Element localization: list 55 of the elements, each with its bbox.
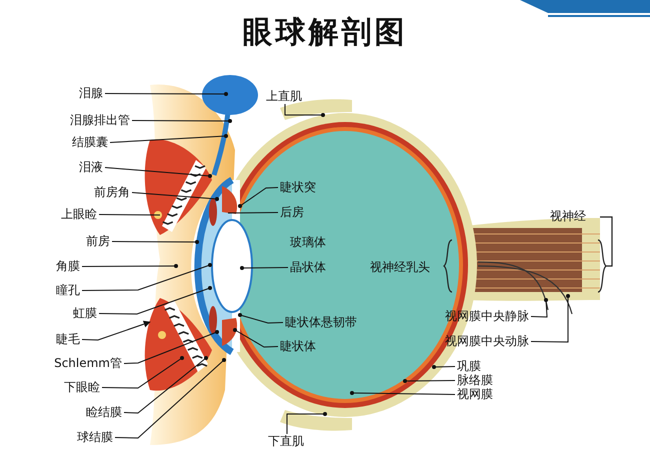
leader-line	[403, 379, 456, 383]
part-label: 玻璃体	[290, 236, 326, 249]
leader-line	[104, 92, 228, 96]
leader-line	[104, 167, 212, 178]
part-label: 视网膜	[457, 388, 493, 401]
part-label: Schlemm管	[54, 357, 122, 370]
leader-line	[530, 294, 570, 342]
part-label: 上眼睑	[61, 208, 97, 221]
part-label: 脉络膜	[457, 374, 493, 387]
leader-line	[350, 391, 456, 395]
part-label: 后房	[280, 206, 304, 219]
part-label: 睑结膜	[86, 406, 122, 419]
part-label: 睫状体悬韧带	[285, 316, 357, 329]
part-label: 视神经乳头	[370, 261, 430, 274]
part-label: 下直肌	[268, 435, 304, 448]
leader-line	[530, 298, 548, 318]
leader-line	[82, 263, 212, 291]
leader-line	[432, 365, 456, 369]
part-label: 下眼睑	[64, 381, 100, 394]
leader-line	[228, 212, 278, 214]
leader-line	[233, 328, 278, 348]
part-label: 瞳孔	[56, 284, 80, 297]
leader-line	[132, 119, 232, 123]
part-label: 睫状突	[280, 181, 316, 194]
part-label: 巩膜	[457, 360, 481, 373]
part-label: 前房角	[94, 186, 130, 199]
diagram-title: 眼球解剖图	[242, 14, 408, 52]
part-label: 泪腺	[79, 87, 103, 100]
part-label: 睫毛	[56, 333, 80, 346]
leader-line	[238, 313, 284, 324]
leader-line	[112, 240, 199, 244]
part-label: 球结膜	[77, 431, 113, 444]
leader-line	[110, 134, 228, 143]
part-label: 泪腺排出管	[70, 114, 130, 127]
part-label: 结膜囊	[72, 136, 108, 149]
leader-line	[284, 104, 325, 117]
leader-line	[114, 358, 226, 438]
part-label: 泪液	[79, 161, 103, 174]
leader-line	[102, 356, 184, 388]
leader-line	[82, 264, 178, 268]
leader-line	[240, 266, 288, 270]
leader-line	[98, 214, 160, 216]
leader-line	[286, 412, 327, 434]
leader-line	[238, 187, 278, 208]
part-label: 角膜	[56, 260, 80, 273]
part-label: 晶状体	[290, 261, 326, 274]
part-label: 睫状体	[280, 340, 316, 353]
part-label: 上直肌	[266, 90, 302, 103]
part-label: 视神经	[550, 210, 586, 223]
leader-line	[124, 330, 219, 364]
leader-line	[82, 320, 151, 340]
part-label: 前房	[86, 235, 110, 248]
part-label: 虹膜	[73, 307, 97, 320]
leader-line	[98, 286, 212, 314]
leader-line	[124, 356, 208, 414]
